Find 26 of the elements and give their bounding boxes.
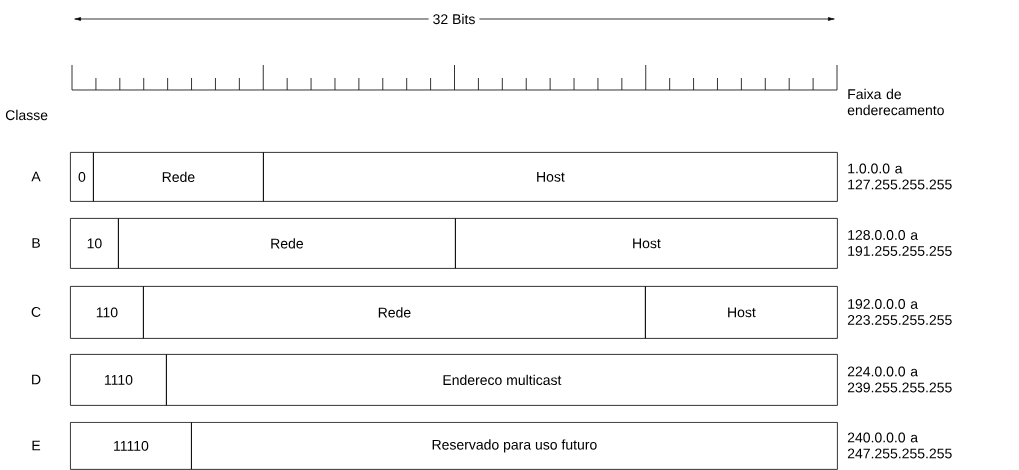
bit-field-cell: Rede [93,152,264,202]
class-letter: D [32,374,41,385]
address-range: 1.0.0.0 a 127.255.255.255 [848,163,952,190]
bit-field-cell: 10 [70,218,119,269]
address-range: 240.0.0.0 a 247.255.255.255 [847,432,952,459]
address-range: 224.0.0.0 a 239.255.255.255 [847,366,952,393]
bit-field-cell: Host [645,286,838,339]
bit-field-cell: 110 [70,286,144,339]
bit-field-cell: Host [263,152,838,202]
bit-field-cell: 11110 [70,422,192,470]
bit-field-cell: Reservado para uso futuro [191,422,838,470]
bit-field-cell: 1110 [70,354,167,406]
address-range: 192.0.0.0 a 223.255.255.255 [847,299,952,325]
class-letter: E [32,440,41,451]
column-heading: Classe [5,109,48,121]
bit-field-cell: Rede [143,286,646,339]
bit-field-cell: Endereco multicast [166,354,838,406]
class-letter: C [31,307,41,317]
address-range: 128.0.0.0 a 191.255.255.255 [848,230,952,256]
class-letter: A [31,171,41,182]
column-heading: Faixa de enderecamento [847,88,944,116]
bit-field-cell: 0 [70,152,94,202]
bit-field-cell: Host [455,218,838,269]
dimension-label: 32 Bits [428,11,480,27]
class-letter: B [32,238,40,248]
bit-field-cell: Rede [118,218,456,269]
